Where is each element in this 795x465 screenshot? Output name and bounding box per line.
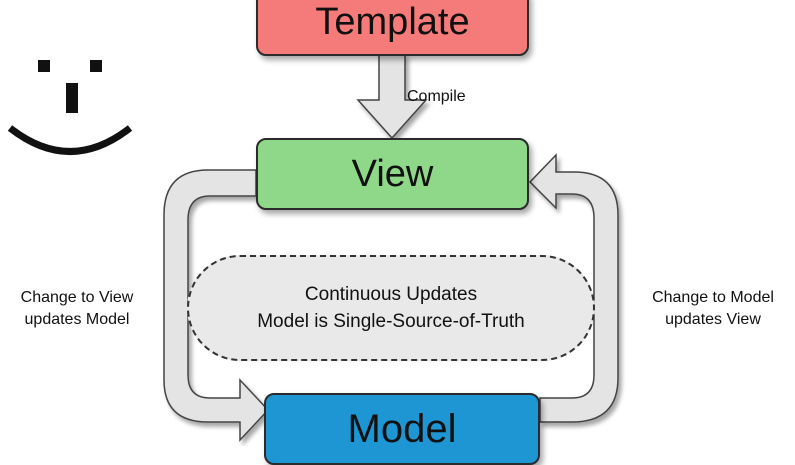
model-label: Model	[347, 406, 457, 451]
pill-line-1: Continuous Updates	[304, 284, 478, 305]
view-to-model-line-2: updates Model	[24, 311, 130, 328]
compile-arrow	[356, 53, 428, 140]
model-to-view-line-1: Change to Model	[652, 289, 774, 306]
view-to-model-label: Change to View updates Model	[0, 287, 154, 331]
model-box: Model	[264, 393, 540, 465]
template-box: Template	[256, 0, 529, 56]
compile-label: Compile	[407, 88, 466, 105]
model-to-view-line-2: updates View	[665, 311, 761, 328]
view-box: View	[256, 138, 529, 210]
model-to-view-arrow	[528, 153, 619, 423]
model-to-view-label: Change to Model updates View	[631, 287, 795, 331]
view-to-model-line-1: Change to View	[20, 289, 134, 306]
view-to-model-arrow	[163, 169, 270, 442]
template-label: Template	[315, 0, 470, 43]
continuous-updates-pill: Continuous Updates Model is Single-Sourc…	[187, 255, 595, 361]
view-label: View	[351, 152, 434, 195]
diagram-canvas	[7, 53, 619, 442]
smiley-face-icon	[7, 60, 133, 155]
pill-line-2: Model is Single-Source-of-Truth	[257, 311, 525, 332]
